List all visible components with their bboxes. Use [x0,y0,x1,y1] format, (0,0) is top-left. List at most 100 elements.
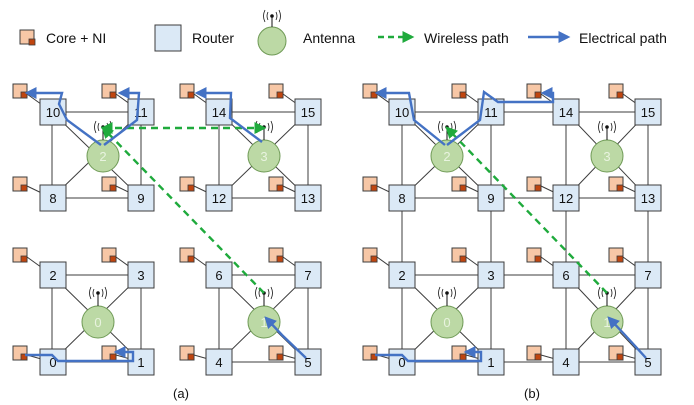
svg-text:13: 13 [641,191,655,206]
router: 2 [388,261,416,289]
core-icon [101,83,117,99]
svg-text:5: 5 [644,355,651,370]
core-icon [179,247,195,263]
svg-text:6: 6 [562,268,569,283]
core-icon [101,176,117,192]
router: 6 [552,261,580,289]
antenna-icon: 3 [590,120,624,173]
core-icon [526,247,542,263]
core-icon [451,345,467,361]
core-icon [608,345,624,361]
router: 1 [477,348,505,376]
wireless-path [445,126,608,294]
panel-a-paths [24,87,307,363]
router: 12 [205,184,233,212]
electrical-path [375,346,483,363]
svg-text:7: 7 [304,268,311,283]
electrical-path [194,87,263,143]
router: 15 [634,98,662,126]
svg-text:2: 2 [49,268,56,283]
svg-text:9: 9 [137,191,144,206]
svg-text:3: 3 [137,268,144,283]
electrical-path [374,87,446,146]
svg-text:0: 0 [398,355,405,370]
svg-text:3: 3 [487,268,494,283]
panel-b-antennas: 2 3 0 1 [430,120,624,339]
svg-text:12: 12 [212,191,226,206]
core-icon [362,345,378,361]
router: 7 [294,261,322,289]
core-icon [608,176,624,192]
router: 2 [39,261,67,289]
legend-router-label: Router [192,30,234,46]
electrical-path [607,316,647,359]
router: 8 [388,184,416,212]
panel-b-cores [362,83,624,361]
svg-text:15: 15 [641,105,655,120]
svg-text:12: 12 [559,191,573,206]
legend-wireless-label: Wireless path [424,30,509,46]
core-icon [362,83,378,99]
core-icon [526,176,542,192]
core-icon [12,83,28,99]
core-icon [451,83,467,99]
svg-text:2: 2 [398,268,405,283]
core-icon [268,176,284,192]
core-icon [179,345,195,361]
antenna-label: 2 [443,149,450,164]
router: 14 [552,98,580,126]
router: 3 [127,261,155,289]
legend-antenna-label: Antenna [303,30,355,46]
router: 9 [127,184,155,212]
electrical-path [264,316,307,359]
svg-text:1: 1 [137,355,144,370]
wireless-path [101,126,265,294]
core-icon [268,345,284,361]
core-icon [12,345,28,361]
svg-text:8: 8 [398,191,405,206]
core-icon [362,176,378,192]
antenna-label: 0 [443,315,450,330]
legend: Core + NI Router Antenna Wireless path E… [19,9,667,56]
router: 4 [552,348,580,376]
router: 3 [477,261,505,289]
core-icon [268,247,284,263]
core-icon [526,83,542,99]
svg-text:7: 7 [644,268,651,283]
core-icon [179,83,195,99]
panel-caption: (b) [524,386,540,401]
legend-core-label: Core + NI [46,30,106,46]
svg-text:11: 11 [484,105,498,120]
router: 8 [39,184,67,212]
electrical-path [24,87,102,146]
core-icon [526,345,542,361]
svg-text:10: 10 [395,105,409,120]
antenna-icon: 1 [247,286,281,339]
svg-text:15: 15 [301,105,315,120]
router: 15 [294,98,322,126]
legend-router-icon [154,24,182,52]
core-icon [12,247,28,263]
antenna-label: 3 [260,149,267,164]
core-icon [101,247,117,263]
svg-text:14: 14 [212,105,226,120]
svg-text:4: 4 [215,355,222,370]
router: 5 [294,348,322,376]
svg-text:4: 4 [562,355,569,370]
panel-a-cores [12,83,284,361]
router: 9 [477,184,505,212]
router: 14 [205,98,233,126]
panel-a: 2 3 0 1 10 11 14 [12,83,322,401]
antenna-label: 0 [94,315,101,330]
svg-text:10: 10 [46,105,60,120]
svg-text:13: 13 [301,191,315,206]
antenna-label: 1 [603,315,610,330]
core-icon [101,345,117,361]
router: 13 [634,184,662,212]
router: 5 [634,348,662,376]
core-icon [268,83,284,99]
router: 10 [39,98,67,126]
antenna-icon: 0 [81,286,115,339]
core-icon [451,176,467,192]
